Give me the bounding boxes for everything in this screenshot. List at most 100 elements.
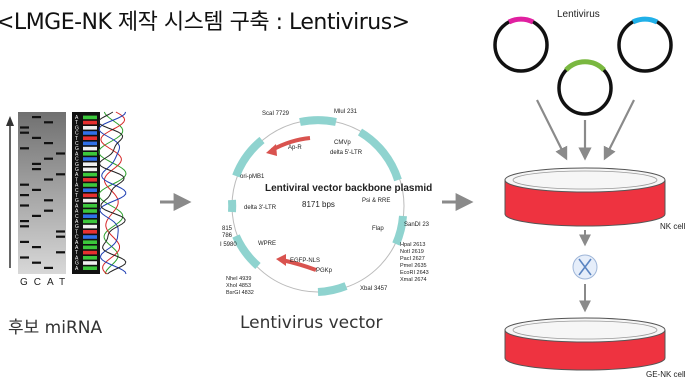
- sequence-letter: A: [75, 219, 79, 225]
- gel-band: [20, 225, 29, 228]
- label-cmvp: CMVp: [334, 140, 351, 146]
- sequence-color-block: [83, 230, 97, 234]
- sequence-letter: T: [75, 193, 78, 199]
- gel-band: [20, 147, 29, 150]
- ap-r-arrowhead: [266, 144, 277, 156]
- sequence-letter: A: [75, 266, 79, 272]
- gel-arrowhead: [6, 116, 14, 126]
- gel-band: [20, 126, 29, 129]
- sequence-color-block: [83, 209, 97, 213]
- sequence-color-block: [83, 152, 97, 156]
- segment-psi-rre: [357, 128, 402, 182]
- sequence-color-block: [83, 204, 97, 208]
- sequence-color-block: [83, 157, 97, 161]
- gel-band: [20, 194, 29, 197]
- gel-base-c: C: [33, 277, 48, 288]
- segment-flap: [392, 215, 407, 246]
- sequence-letter: C: [75, 157, 79, 163]
- label-psirre: Psi & RRE: [362, 198, 391, 204]
- sequence-color-block: [83, 193, 97, 198]
- sequence-letter: T: [75, 136, 78, 142]
- lentivirus-plasmid-2: [617, 17, 673, 73]
- sequence-letter: G: [75, 198, 79, 204]
- sequence-letter: G: [75, 224, 79, 230]
- gel-band: [44, 266, 53, 269]
- label-sandi: SanDI 23: [404, 222, 430, 228]
- gel-band: [20, 256, 29, 259]
- gel-band: [56, 230, 65, 233]
- label-i5980: I 5980: [220, 242, 237, 248]
- gel-band: [32, 116, 41, 119]
- sequence-color-block: [83, 266, 97, 270]
- sequence-color-block: [83, 245, 97, 250]
- sequence-color-block: [83, 131, 97, 135]
- label-815: 815: [222, 226, 233, 232]
- label-xmai: XmaI 2674: [400, 277, 427, 283]
- gel-band: [56, 173, 65, 176]
- chromatogram-trace: [98, 111, 127, 275]
- gel-base-g: G: [20, 277, 34, 288]
- sequence-letter: G: [75, 125, 79, 131]
- arrow-plasmid1-dish: [536, 99, 568, 161]
- page-title: <LMGE-NK 제작 시스템 구축 : Lentivirus>: [0, 10, 410, 35]
- caption-mirna: 후보 miRNA: [8, 318, 103, 338]
- sequence-color-block: [83, 136, 97, 140]
- sequence-color-block: [83, 224, 97, 229]
- sequence-letter: A: [75, 209, 79, 215]
- chromatogram-trace: [97, 111, 127, 275]
- lentivirus-plasmids: [493, 16, 673, 116]
- gel-band: [44, 209, 53, 212]
- sequence-color-block: [83, 146, 97, 151]
- virus-particle-icon: [572, 254, 598, 280]
- label-pgkp: PGKp: [316, 268, 333, 274]
- plasmid-title: Lentiviral vector backbone plasmid: [265, 183, 433, 194]
- label-pmei: PmeI 2635: [400, 263, 427, 269]
- lentivirus-plasmid-1: [493, 17, 549, 73]
- gel-band: [44, 199, 53, 202]
- segment-cmvp: [299, 116, 337, 126]
- sequence-color-block: [83, 256, 97, 260]
- label-bsrgi: BsrGI 4832: [226, 290, 254, 296]
- sequence-letter: T: [75, 177, 78, 183]
- sequence-color-block: [83, 172, 97, 177]
- sequence-letter: G: [75, 167, 79, 173]
- gel-band: [20, 204, 29, 207]
- sequence-color-block: [83, 240, 97, 244]
- sequence-color-block: [83, 126, 97, 130]
- chromatogram-traces: [97, 111, 127, 275]
- gel-base-t: T: [58, 277, 72, 288]
- gel-band: [20, 240, 29, 243]
- insert-green: [564, 59, 606, 72]
- segment-wpre: [232, 234, 261, 270]
- sequence-letter: A: [75, 203, 79, 209]
- gel-band: [32, 246, 41, 249]
- gel-lanes-bg: [18, 112, 66, 274]
- label-xhoi: XhoI 4853: [226, 283, 252, 289]
- label-noti: NotI 2619: [400, 249, 424, 255]
- gel-band: [32, 188, 41, 191]
- gel-band: [56, 152, 65, 155]
- nk-cell-dish: [504, 167, 666, 227]
- label-delta3: delta 3'-LTR: [244, 205, 277, 211]
- insert-magenta: [507, 16, 535, 25]
- gel-band: [32, 136, 41, 139]
- gel-band: [44, 178, 53, 181]
- gel-bands: [20, 116, 65, 269]
- label-mlui: MluI 231: [334, 109, 358, 115]
- sequence-letter: T: [75, 250, 78, 256]
- sequence-letter: A: [75, 245, 79, 251]
- label-ecori: EcoRI 2643: [400, 270, 429, 276]
- sequence-color-block: [83, 183, 97, 187]
- gel-band: [32, 214, 41, 217]
- plasmid-size: 8171 bps: [302, 200, 335, 209]
- gel-band: [44, 157, 53, 160]
- gel-band: [32, 261, 41, 264]
- sequence-color-block: [83, 167, 97, 172]
- label-xbai: XbaI 3457: [360, 286, 388, 292]
- sequence-letter: C: [75, 235, 79, 241]
- sequence-letter: G: [75, 162, 79, 168]
- label-hpai: HpaI 2613: [400, 242, 426, 248]
